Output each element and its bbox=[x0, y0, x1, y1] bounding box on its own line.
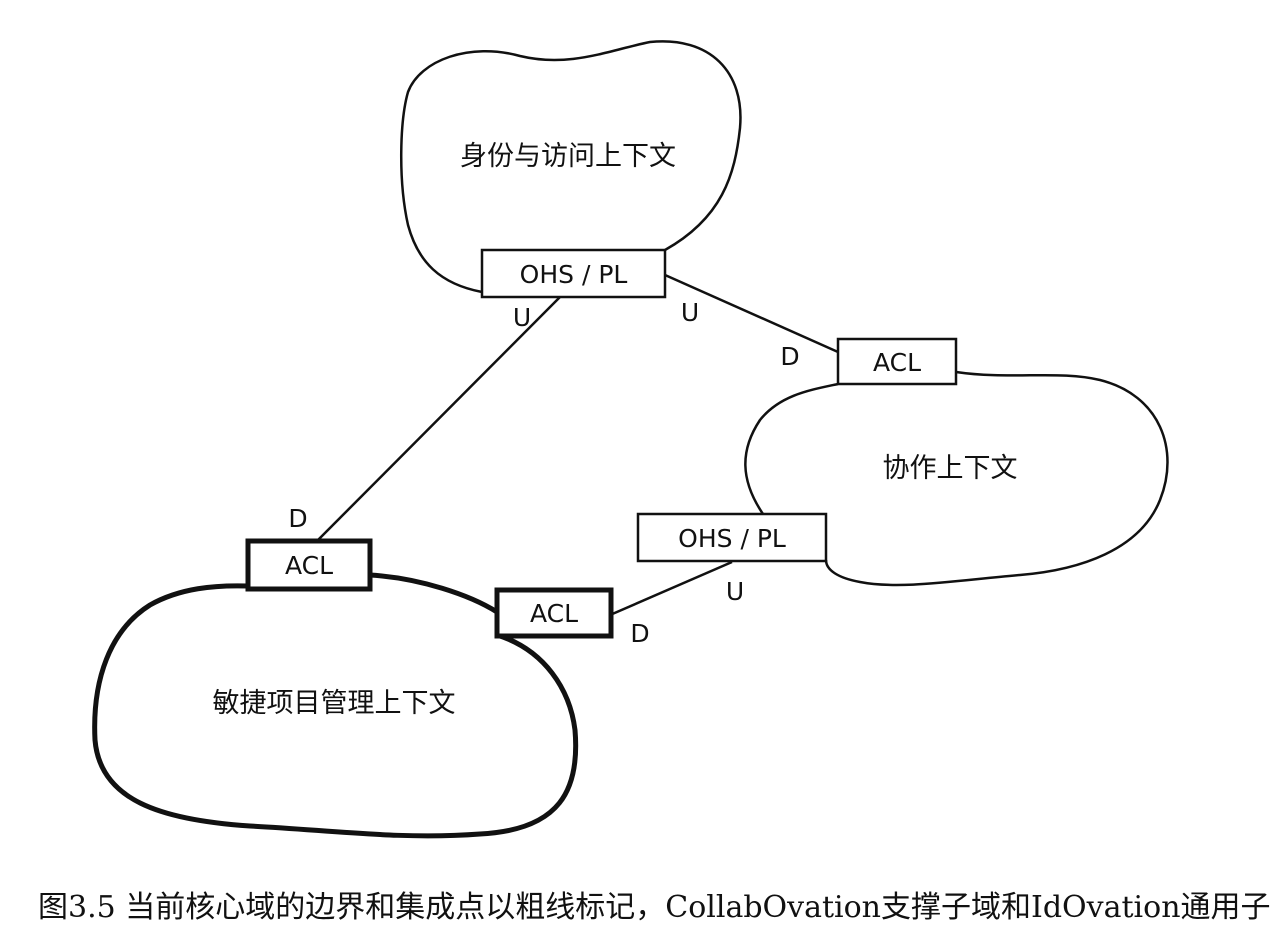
collab-acl-box bbox=[836, 337, 958, 386]
identity-collab-upstream-marker: U bbox=[681, 298, 699, 327]
agile-acl-right-box bbox=[494, 587, 614, 639]
connector-identity-agile bbox=[317, 296, 561, 541]
identity-access-context-label: 身份与访问上下文 bbox=[460, 141, 676, 172]
collab-acl-label: ACL bbox=[873, 348, 921, 377]
figure-caption: 图3.5 当前核心域的边界和集成点以粗线标记，CollabOvation支撑子域… bbox=[38, 890, 1271, 925]
agile-acl-left-box bbox=[245, 538, 373, 592]
identity-ohs-pl-box bbox=[480, 248, 667, 299]
context-map-diagram: OHS / PL ACL OHS / PL ACL ACL 身份与访问上下文 协… bbox=[92, 40, 1169, 839]
collab-agile-upstream-marker: U bbox=[726, 577, 744, 606]
connector-collab-agile bbox=[609, 560, 733, 617]
connector-identity-collab bbox=[664, 273, 839, 354]
agile-pm-context-label: 敏捷项目管理上下文 bbox=[213, 688, 456, 719]
collaboration-context-blob bbox=[744, 370, 1169, 587]
agile-pm-context-blob bbox=[92, 572, 579, 839]
collaboration-context-label: 协作上下文 bbox=[883, 453, 1018, 484]
collab-ohs-pl-label: OHS / PL bbox=[678, 524, 786, 553]
agile-acl-right-label: ACL bbox=[530, 599, 578, 628]
identity-access-context-blob bbox=[400, 40, 742, 294]
identity-collab-downstream-marker: D bbox=[780, 342, 799, 371]
identity-ohs-pl-label: OHS / PL bbox=[520, 260, 628, 289]
collab-agile-downstream-marker: D bbox=[630, 619, 649, 648]
collab-ohs-pl-box bbox=[636, 512, 828, 563]
identity-agile-downstream-marker: D bbox=[288, 504, 307, 533]
identity-agile-upstream-marker: U bbox=[513, 303, 531, 332]
agile-acl-left-label: ACL bbox=[285, 551, 333, 580]
